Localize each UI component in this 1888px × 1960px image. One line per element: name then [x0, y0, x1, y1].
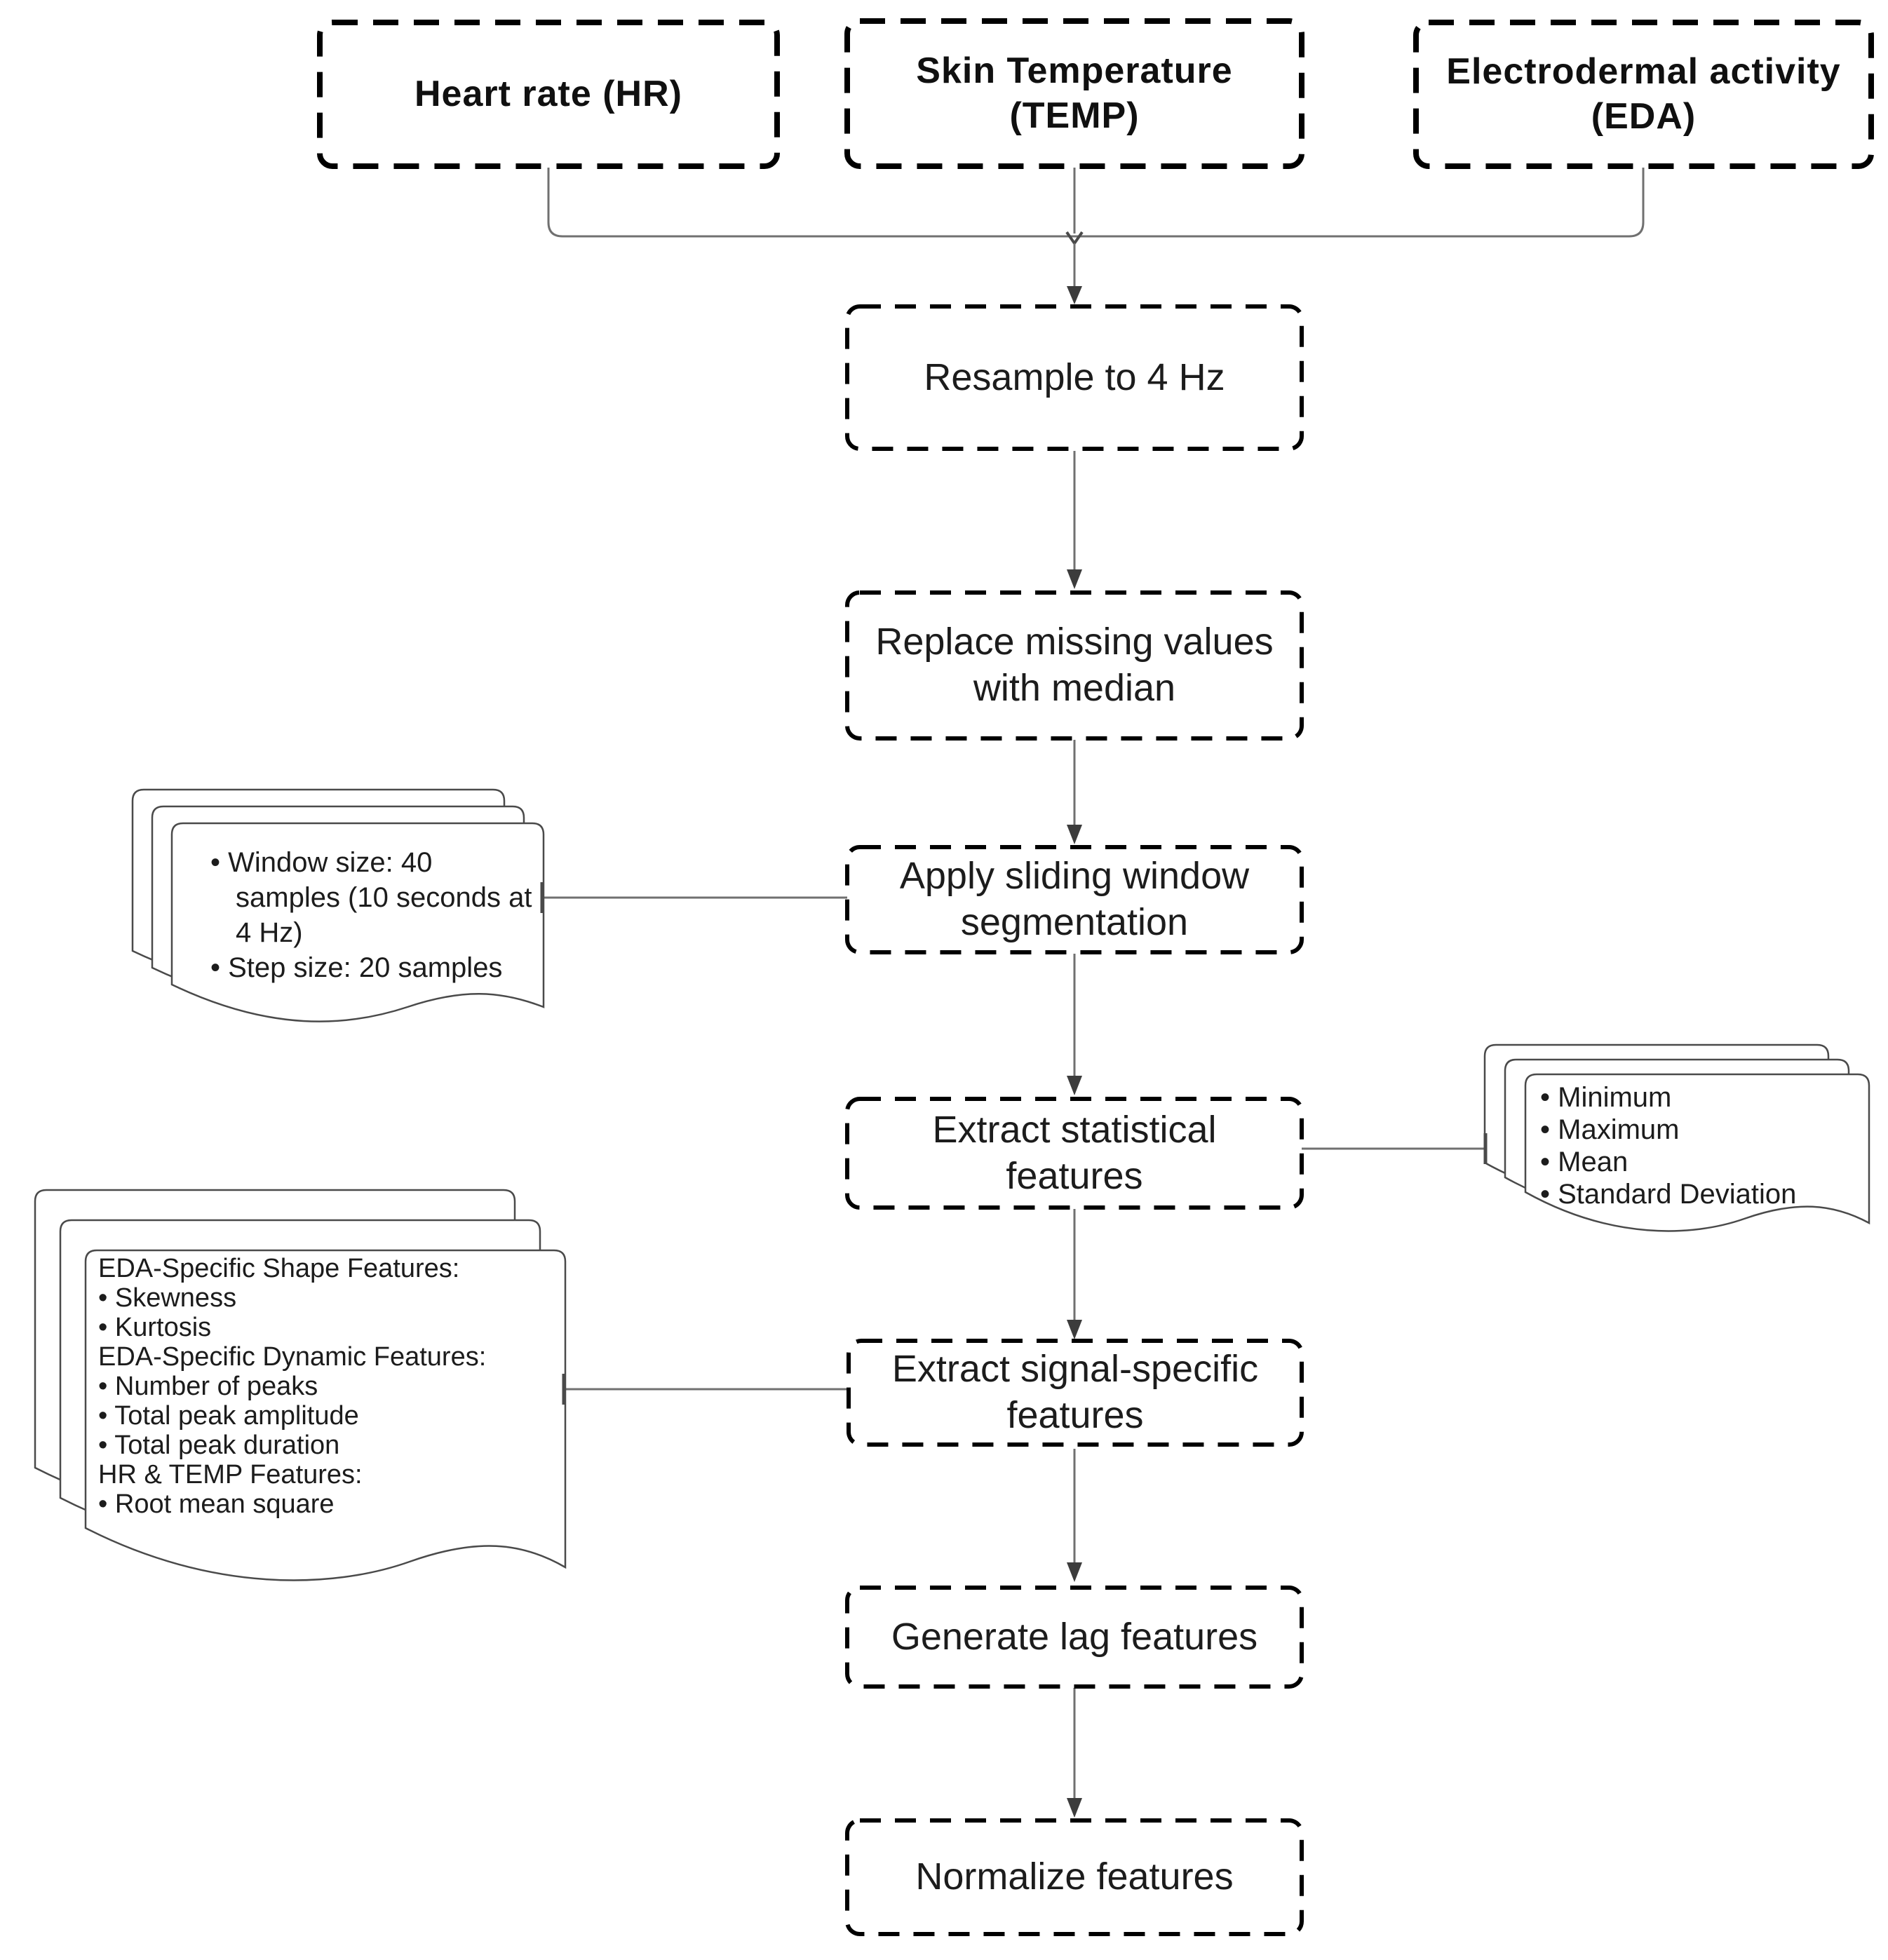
- signal-note-pages: [34, 1189, 567, 1581]
- node-sliding-window-border: [845, 845, 1304, 954]
- node-generate-lag-border: [845, 1586, 1304, 1689]
- node-resample-border: [845, 304, 1304, 451]
- node-electrodermal-activity-border: [1413, 20, 1874, 169]
- node-extract-signal-specific-border: [847, 1339, 1304, 1447]
- window-note-front-page: [170, 822, 545, 1022]
- node-normalize-border: [845, 1818, 1304, 1936]
- node-replace-missing-border: [845, 590, 1304, 741]
- statistical-arrowhead-icon: [1067, 1076, 1082, 1095]
- sliding-arrowhead-icon: [1067, 825, 1082, 844]
- lag-arrowhead-icon: [1067, 1562, 1082, 1582]
- merge-bus-connector: [547, 168, 1645, 238]
- bus-junction-arrowhead-icon: [1065, 231, 1084, 246]
- statistical-note-front-page: [1524, 1073, 1870, 1232]
- resample-arrowhead-icon: [1067, 286, 1082, 304]
- replace-arrowhead-icon: [1067, 569, 1082, 589]
- node-heart-rate-border: [317, 20, 780, 169]
- statistical-note-pages: [1483, 1043, 1870, 1232]
- signal-arrowhead-icon: [1067, 1320, 1082, 1339]
- signal-note-front-page: [84, 1249, 567, 1581]
- window-note-pages: [131, 788, 545, 1022]
- node-extract-statistical-border: [845, 1097, 1304, 1210]
- node-skin-temperature-border: [844, 18, 1304, 169]
- normalize-arrowhead-icon: [1067, 1798, 1082, 1818]
